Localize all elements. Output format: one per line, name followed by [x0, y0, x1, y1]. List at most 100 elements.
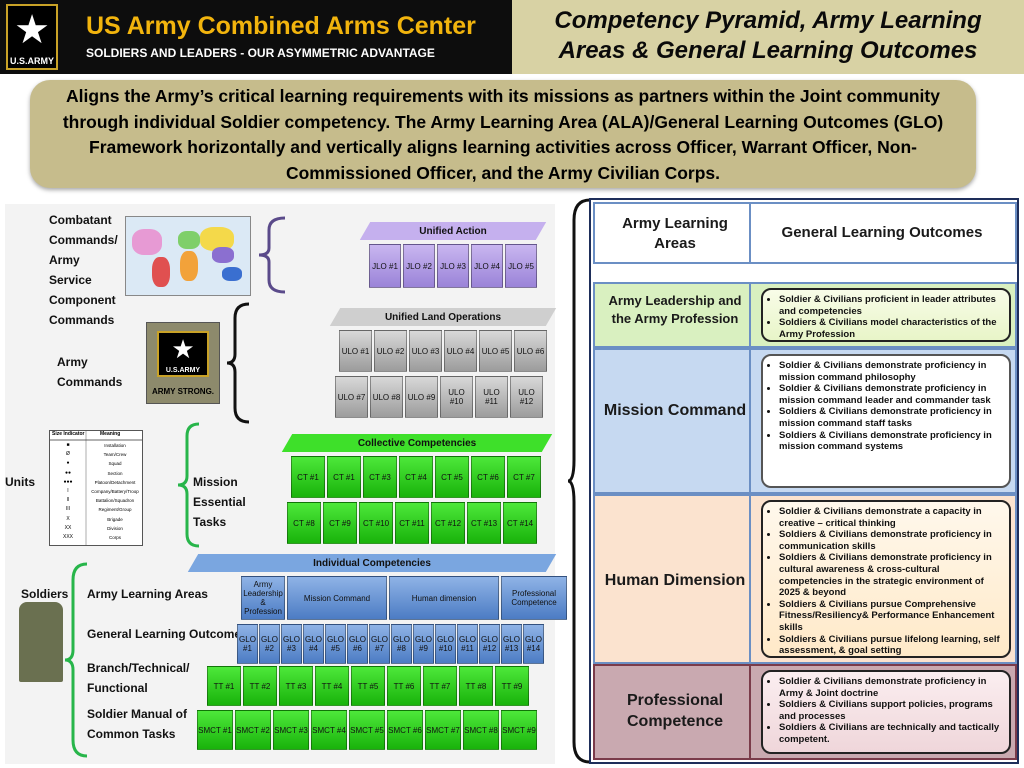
ulo-cell: ULO #9: [405, 376, 438, 418]
label-mission-essential-tasks: Mission Essential Tasks: [193, 475, 246, 529]
learning-areas-table: Army Learning Areas General Learning Out…: [589, 198, 1019, 764]
star-icon: ★: [171, 334, 195, 364]
glo-cell: GLO #8: [391, 624, 412, 664]
glo-cell: GLO #6: [347, 624, 368, 664]
tt-cell: TT #5: [351, 666, 385, 706]
unit-table-header-meaning: Meaning: [100, 431, 121, 437]
tier-label: Unified Action: [419, 226, 487, 237]
org-title: US Army Combined Arms Center: [86, 12, 476, 40]
unit-size-table-grid: [50, 431, 142, 545]
jlo-cell: JLO #1: [369, 244, 401, 288]
unit-meaning: Squad: [108, 461, 122, 467]
ulo-cell: ULO #5: [479, 330, 512, 372]
title-panel: Competency Pyramid, Army Learning Areas …: [512, 0, 1024, 74]
ulo-cell: ULO #10: [440, 376, 473, 418]
glo-cell: GLO #10: [435, 624, 456, 664]
tier-label: Individual Competencies: [313, 558, 431, 569]
summary-text: Aligns the Army’s critical learning requ…: [62, 86, 944, 183]
army-logo-text: U.S.ARMY: [165, 367, 201, 374]
outcome-item: Soldiers & Civilians demonstrate profici…: [779, 529, 1003, 552]
unit-meaning: Regiment/Group: [98, 507, 132, 513]
table-row: Army Leadership and the Army Profession …: [593, 282, 1017, 348]
area-professional-competence: Professional Competence: [626, 692, 724, 730]
outcome-item: Soldiers & Civilians support policies, p…: [779, 699, 1003, 722]
tt-cell: TT #3: [279, 666, 313, 706]
ct-cell: CT #5: [435, 456, 469, 498]
outcome-item: Soldier & Civilians demonstrate a capaci…: [779, 506, 1003, 529]
tt-cell: TT #7: [423, 666, 457, 706]
unit-meaning: Company/Battery/Troop: [91, 489, 139, 494]
brace-combatant: [258, 216, 286, 294]
outcome-item: Soldier & Civilians demonstrate proficie…: [779, 360, 1003, 383]
army-strong-logo: ★ U.S.ARMY ARMY STRONG.: [146, 322, 220, 404]
column-header-areas: Army Learning Areas: [622, 215, 728, 252]
unit-symbol: Ø: [66, 451, 70, 458]
unit-meaning: Team/Crew: [103, 452, 127, 458]
outcome-item: Soldiers & Civilians are technically and…: [779, 722, 1003, 745]
unit-symbol: ●●: [64, 469, 72, 476]
jlo-cell: JLO #4: [471, 244, 503, 288]
unit-symbol: ●: [66, 460, 70, 467]
outcomes-card: Soldier & Civilians demonstrate proficie…: [761, 354, 1011, 488]
label-branch-technical-functional: Branch/Technical/ Functional: [87, 661, 190, 695]
unit-symbol: ●●●: [63, 478, 73, 485]
smct-cell: SMCT #1: [197, 710, 233, 750]
unit-meaning: Installation: [104, 443, 126, 448]
ct-cell: CT #3: [363, 456, 397, 498]
ct-cell: CT #14: [503, 502, 537, 544]
ulo-cell: ULO #2: [374, 330, 407, 372]
unit-meaning: Corps: [108, 535, 121, 540]
jlo-cell: JLO #3: [437, 244, 469, 288]
army-strong-text: ARMY STRONG.: [151, 387, 215, 396]
area-mission-command: Mission Command: [603, 402, 747, 419]
outcomes-card: Soldier & Civilians proficient in leader…: [761, 288, 1011, 342]
brace-table: [568, 198, 591, 764]
tt-cell: TT #8: [459, 666, 493, 706]
ct-cell: CT #4: [399, 456, 433, 498]
ulo-cell: ULO #4: [444, 330, 477, 372]
ulo-cell: ULO #1: [339, 330, 372, 372]
outcome-item: Soldiers & Civilians demonstrate profici…: [779, 406, 1003, 429]
brace-units: [177, 422, 200, 548]
tt-cell: TT #9: [495, 666, 529, 706]
page-title-line1: Competency Pyramid, Army Learning: [554, 7, 982, 34]
glo-cell: GLO #13: [501, 624, 522, 664]
unit-symbol: XXX: [62, 534, 73, 540]
soldier-image: [19, 602, 63, 682]
table-row: Mission Command Soldier & Civilians demo…: [593, 348, 1017, 494]
ct-cell: CT #12: [431, 502, 465, 544]
smct-cell: SMCT #7: [425, 710, 461, 750]
outcome-item: Soldiers & Civilians pursue Comprehensiv…: [779, 599, 1003, 634]
unit-symbol: II: [66, 497, 70, 504]
outcome-item: Soldiers & Civilians model characteristi…: [779, 317, 1003, 340]
unit-symbol: X: [66, 515, 70, 522]
ct-cell: CT #10: [359, 502, 393, 544]
ct-cell: CT #7: [507, 456, 541, 498]
table-header-row: Army Learning Areas General Learning Out…: [593, 202, 1017, 264]
smct-cell: SMCT #9: [501, 710, 537, 750]
outcome-item: Soldier & Civilians demonstrate proficie…: [779, 676, 1003, 699]
label-army-commands: Army Commands: [57, 355, 123, 389]
label-combatant-commands: Combatant Commands/ Army Service Compone…: [49, 213, 118, 327]
smct-cell: SMCT #8: [463, 710, 499, 750]
ct-cell: CT #6: [471, 456, 505, 498]
unit-symbol: I: [67, 488, 69, 494]
table-row: Professional Competence Soldier & Civili…: [593, 664, 1017, 760]
tier-label: Unified Land Operations: [384, 312, 502, 323]
glo-cell: GLO #5: [325, 624, 346, 664]
unit-symbol: XX: [64, 524, 72, 531]
outcome-item: Soldiers & Civilians demonstrate profici…: [779, 552, 1003, 598]
ulo-cell: ULO #8: [370, 376, 403, 418]
ulo-cell: ULO #6: [514, 330, 547, 372]
star-icon: ★: [14, 8, 50, 52]
brace-soldiers: [64, 562, 88, 758]
area-human-dimension: Human Dimension: [604, 572, 746, 589]
tier-label: Collective Competencies: [357, 438, 477, 449]
smct-cell: SMCT #2: [235, 710, 271, 750]
world-map-icon: [125, 216, 251, 296]
competency-pyramid-panel: Combatant Commands/ Army Service Compone…: [5, 204, 567, 764]
ulo-cell: ULO #12: [510, 376, 543, 418]
